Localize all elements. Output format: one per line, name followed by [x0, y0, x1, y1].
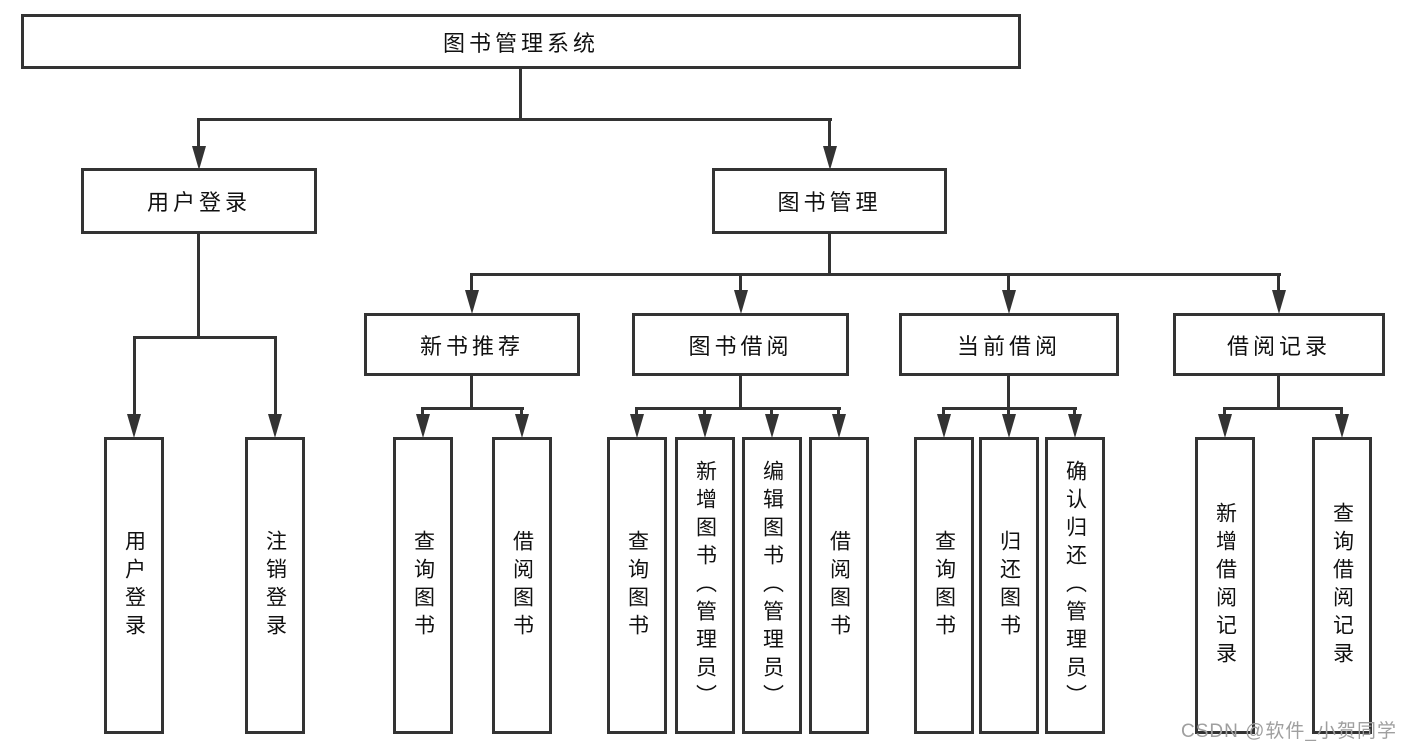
arrow-down-icon — [1002, 290, 1016, 314]
connector — [197, 234, 200, 339]
connector — [1007, 407, 1010, 417]
node-add-borrow-record: 新增借阅记录 — [1195, 437, 1255, 734]
node-query-books-3: 查询图书 — [914, 437, 974, 734]
node-label: 新书推荐 — [419, 333, 524, 359]
arrow-down-icon — [937, 414, 951, 438]
arrow-down-icon — [515, 414, 529, 438]
arrow-down-icon — [465, 290, 479, 314]
node-label: 确认归还（管理员） — [1063, 459, 1087, 712]
node-label: 新增图书（管理员） — [693, 459, 717, 712]
connector — [828, 234, 831, 276]
node-borrow-record: 借阅记录 — [1173, 313, 1385, 376]
arrow-down-icon — [416, 414, 430, 438]
connector — [470, 376, 473, 410]
node-new-book-recommend: 新书推荐 — [364, 313, 580, 376]
arrow-down-icon — [765, 414, 779, 438]
node-label: 图书管理 — [777, 190, 882, 215]
arrow-down-icon — [127, 414, 141, 438]
node-label: 借阅图书 — [510, 529, 534, 642]
node-label: 查询图书 — [932, 529, 956, 642]
node-book-management: 图书管理 — [712, 168, 947, 234]
arrow-down-icon — [698, 414, 712, 438]
watermark-text: CSDN @软件_小贺同学 — [1181, 721, 1397, 742]
arrow-down-icon — [268, 414, 282, 438]
node-edit-books-admin: 编辑图书（管理员） — [742, 437, 802, 734]
connector — [770, 407, 773, 417]
arrow-down-icon — [734, 290, 748, 314]
connector — [739, 276, 742, 293]
connector — [470, 276, 473, 293]
connector — [1007, 376, 1010, 410]
connector — [520, 407, 523, 417]
node-current-borrow: 当前借阅 — [899, 313, 1119, 376]
node-return-books: 归还图书 — [979, 437, 1039, 734]
arrow-down-icon — [192, 146, 206, 170]
node-library-system: 图书管理系统 — [21, 14, 1021, 69]
arrow-down-icon — [1068, 414, 1082, 438]
node-confirm-return-admin: 确认归还（管理员） — [1045, 437, 1105, 734]
node-label: 查询借阅记录 — [1330, 501, 1354, 670]
node-label: 借阅记录 — [1226, 333, 1331, 359]
node-query-borrow-record: 查询借阅记录 — [1312, 437, 1372, 734]
connector — [197, 118, 200, 150]
node-query-books-2: 查询图书 — [607, 437, 667, 734]
node-add-books-admin: 新增图书（管理员） — [675, 437, 735, 734]
node-borrow-books-1: 借阅图书 — [492, 437, 552, 734]
connector — [1223, 407, 1226, 417]
connector — [1340, 407, 1343, 417]
connector — [133, 336, 136, 417]
arrow-down-icon — [1002, 414, 1016, 438]
arrow-down-icon — [1335, 414, 1349, 438]
node-label: 查询图书 — [411, 529, 435, 642]
node-label: 用户登录 — [146, 190, 251, 215]
node-label: 编辑图书（管理员） — [760, 459, 784, 712]
arrow-down-icon — [823, 146, 837, 170]
connector — [1277, 276, 1280, 293]
connector — [635, 407, 638, 417]
connector — [1277, 376, 1280, 410]
node-logout-action: 注销登录 — [245, 437, 305, 734]
node-label: 归还图书 — [997, 529, 1021, 642]
connector — [739, 376, 742, 410]
node-book-borrow: 图书借阅 — [632, 313, 849, 376]
connector — [703, 407, 706, 417]
connector — [828, 118, 831, 150]
arrow-down-icon — [1272, 290, 1286, 314]
connector — [942, 407, 945, 417]
connector — [470, 273, 1281, 276]
connector — [1223, 407, 1343, 410]
connector — [1073, 407, 1076, 417]
connector — [635, 407, 841, 410]
node-query-books-1: 查询图书 — [393, 437, 453, 734]
connector — [421, 407, 424, 417]
connector — [519, 69, 522, 121]
node-label: 查询图书 — [625, 529, 649, 642]
node-user-login: 用户登录 — [81, 168, 317, 234]
node-label: 借阅图书 — [827, 529, 851, 642]
node-label: 新增借阅记录 — [1213, 501, 1237, 670]
connector — [1007, 276, 1010, 293]
node-label: 注销登录 — [263, 529, 287, 642]
arrow-down-icon — [630, 414, 644, 438]
node-user-login-action: 用户登录 — [104, 437, 164, 734]
arrow-down-icon — [832, 414, 846, 438]
node-label: 图书管理系统 — [442, 30, 599, 56]
connector — [274, 336, 277, 417]
node-label: 当前借阅 — [956, 333, 1061, 359]
node-label: 用户登录 — [122, 529, 146, 642]
connector — [197, 118, 832, 121]
connector — [421, 407, 524, 410]
node-label: 图书借阅 — [688, 333, 793, 359]
connector — [837, 407, 840, 417]
arrow-down-icon — [1218, 414, 1232, 438]
connector — [133, 336, 277, 339]
node-borrow-books-2: 借阅图书 — [809, 437, 869, 734]
